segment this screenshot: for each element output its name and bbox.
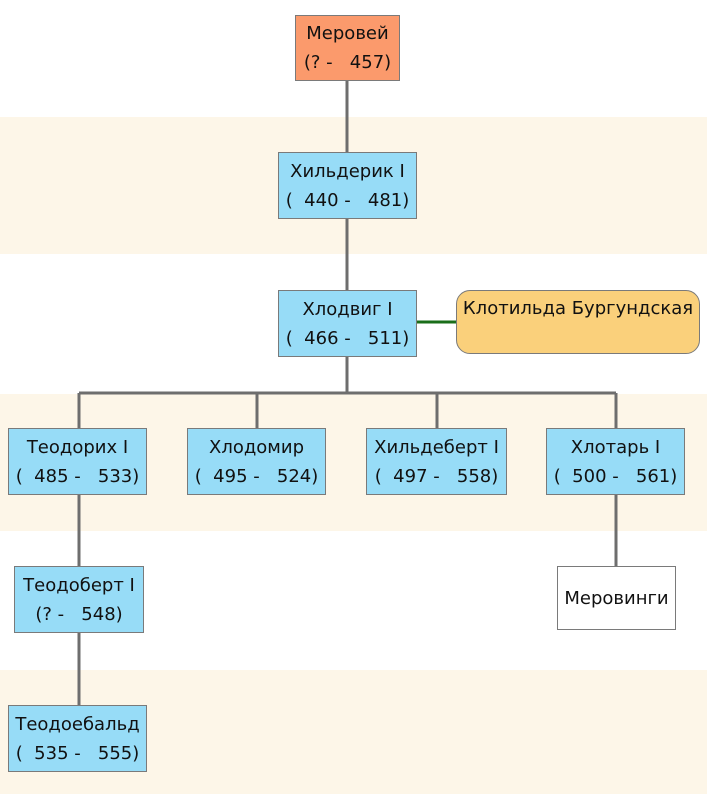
person-name: Хлодвиг I	[302, 298, 393, 320]
person-theuderic[interactable]: Теодорих I ( 485 - 533)	[8, 428, 147, 495]
person-merovingians[interactable]: Меровинги	[557, 566, 676, 630]
person-name: Меровей	[306, 23, 389, 44]
person-theudebald[interactable]: Теодоебальд ( 535 - 555)	[8, 705, 147, 772]
person-chlothar[interactable]: Хлотарь I ( 500 - 561)	[546, 428, 685, 495]
person-dates: (? - 457)	[303, 52, 392, 73]
person-dates: ( 497 - 558)	[374, 465, 499, 487]
person-name: Теодоберт I	[23, 574, 135, 596]
person-name: Хильдеберт I	[374, 436, 499, 458]
spouse-clotilde[interactable]: Клотильда Бургундская	[456, 290, 700, 354]
person-dates: ( 535 - 555)	[15, 742, 140, 764]
person-dates: ( 485 - 533)	[15, 465, 140, 487]
person-name: Хильдерик I	[290, 160, 405, 182]
person-merovei[interactable]: Меровей (? - 457)	[295, 15, 400, 81]
person-dates: ( 440 - 481)	[285, 189, 410, 211]
person-childebert[interactable]: Хильдеберт I ( 497 - 558)	[366, 428, 507, 495]
person-dates: ( 466 - 511)	[285, 327, 410, 349]
person-name: Теодорих I	[26, 436, 129, 458]
person-name: Клотильда Бургундская	[462, 298, 694, 319]
person-name: Теодоебальд	[15, 713, 140, 735]
person-clovis[interactable]: Хлодвиг I ( 466 - 511)	[278, 290, 417, 357]
person-dates: ( 495 - 524)	[194, 465, 319, 487]
person-dates: ( 500 - 561)	[553, 465, 678, 487]
person-childeric[interactable]: Хильдерик I ( 440 - 481)	[278, 152, 417, 219]
person-dates: (? - 548)	[35, 603, 123, 625]
person-theudebert[interactable]: Теодоберт I (? - 548)	[14, 566, 144, 633]
person-name: Меровинги	[564, 587, 669, 609]
person-name: Хлотарь I	[570, 436, 661, 458]
person-name: Хлодомир	[208, 436, 304, 458]
person-chlodomer[interactable]: Хлодомир ( 495 - 524)	[187, 428, 326, 495]
